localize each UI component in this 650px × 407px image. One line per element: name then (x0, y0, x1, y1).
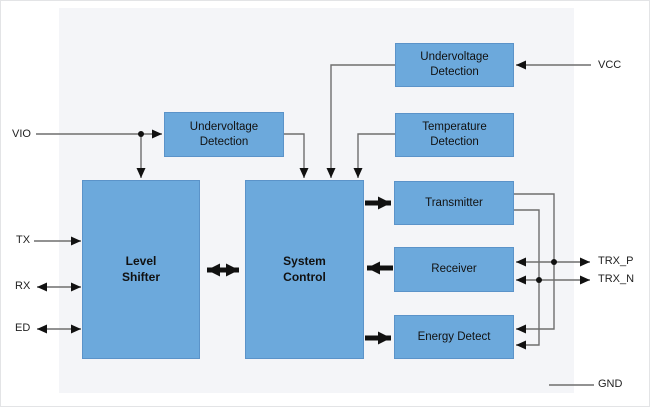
pin-label-rx: RX (15, 280, 31, 292)
block-label: Level Shifter (121, 254, 160, 284)
block-energy-detect: Energy Detect (394, 315, 514, 359)
block-label: Receiver (431, 263, 477, 276)
block-level-shifter: Level Shifter (82, 180, 200, 359)
pin-label-vio: VIO (12, 128, 31, 140)
block-undervoltage-detection-vio: Undervoltage Detection (164, 112, 284, 157)
block-receiver: Receiver (394, 247, 514, 292)
pin-label-ed: ED (15, 322, 31, 334)
block-system-control: System Control (245, 180, 364, 359)
block-label: Transmitter (425, 196, 483, 209)
block-temperature-detection: Temperature Detection (395, 113, 514, 157)
pin-label-vcc: VCC (598, 59, 622, 71)
pin-label-trx-p: TRX_P (598, 255, 634, 267)
pin-label-tx: TX (16, 234, 31, 246)
block-label: System Control (283, 254, 326, 284)
block-label: Undervoltage Detection (189, 120, 259, 148)
pin-label-trx-n: TRX_N (598, 273, 635, 285)
block-label: Temperature Detection (422, 121, 487, 148)
block-label: Energy Detect (417, 330, 491, 343)
block-label: Undervoltage Detection (420, 51, 489, 78)
pin-label-gnd: GND (598, 378, 623, 390)
block-transmitter: Transmitter (394, 181, 514, 225)
block-undervoltage-detection-vcc: Undervoltage Detection (395, 43, 514, 87)
